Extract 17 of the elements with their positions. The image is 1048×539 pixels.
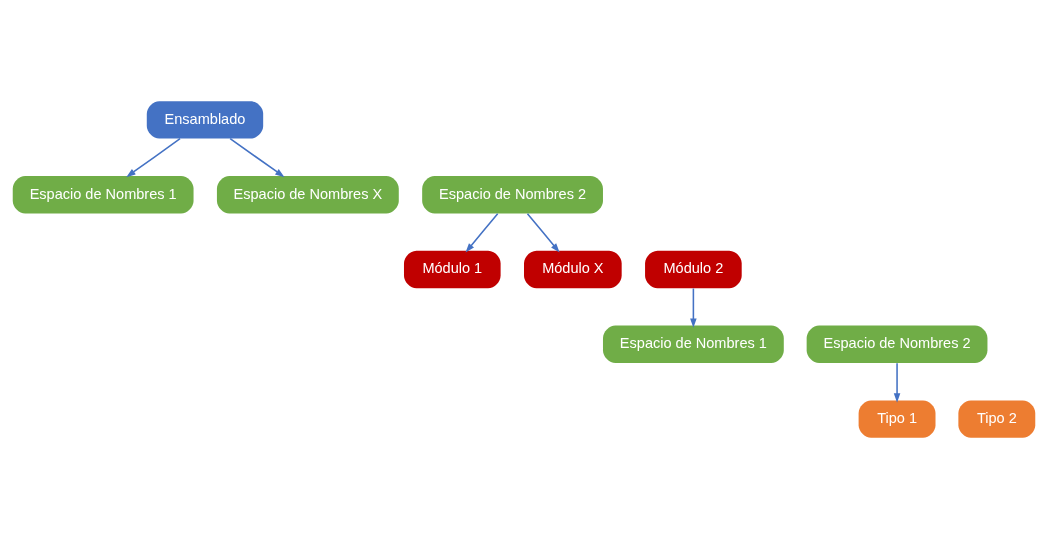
- node-box: Espacio de Nombres 2: [422, 176, 603, 214]
- arrow: [690, 287, 697, 328]
- arrow: [229, 137, 285, 178]
- node-box: Espacio de Nombres 2: [806, 325, 988, 363]
- arrow: [893, 362, 901, 403]
- node-box: Módulo 2: [645, 250, 742, 289]
- node-box: Espacio de Nombres 1: [12, 176, 194, 214]
- arrow: [465, 212, 499, 253]
- node-box: Ensamblado: [146, 101, 264, 139]
- arrow: [526, 212, 560, 253]
- arrow: [126, 137, 181, 178]
- node-box: Módulo X: [524, 250, 622, 289]
- node-box: Espacio de Nombres X: [216, 176, 399, 214]
- node-box: Tipo 1: [858, 400, 936, 438]
- node-box: Tipo 2: [958, 400, 1036, 438]
- node-box: Módulo 1: [404, 250, 501, 289]
- node-box: Espacio de Nombres 1: [603, 325, 784, 363]
